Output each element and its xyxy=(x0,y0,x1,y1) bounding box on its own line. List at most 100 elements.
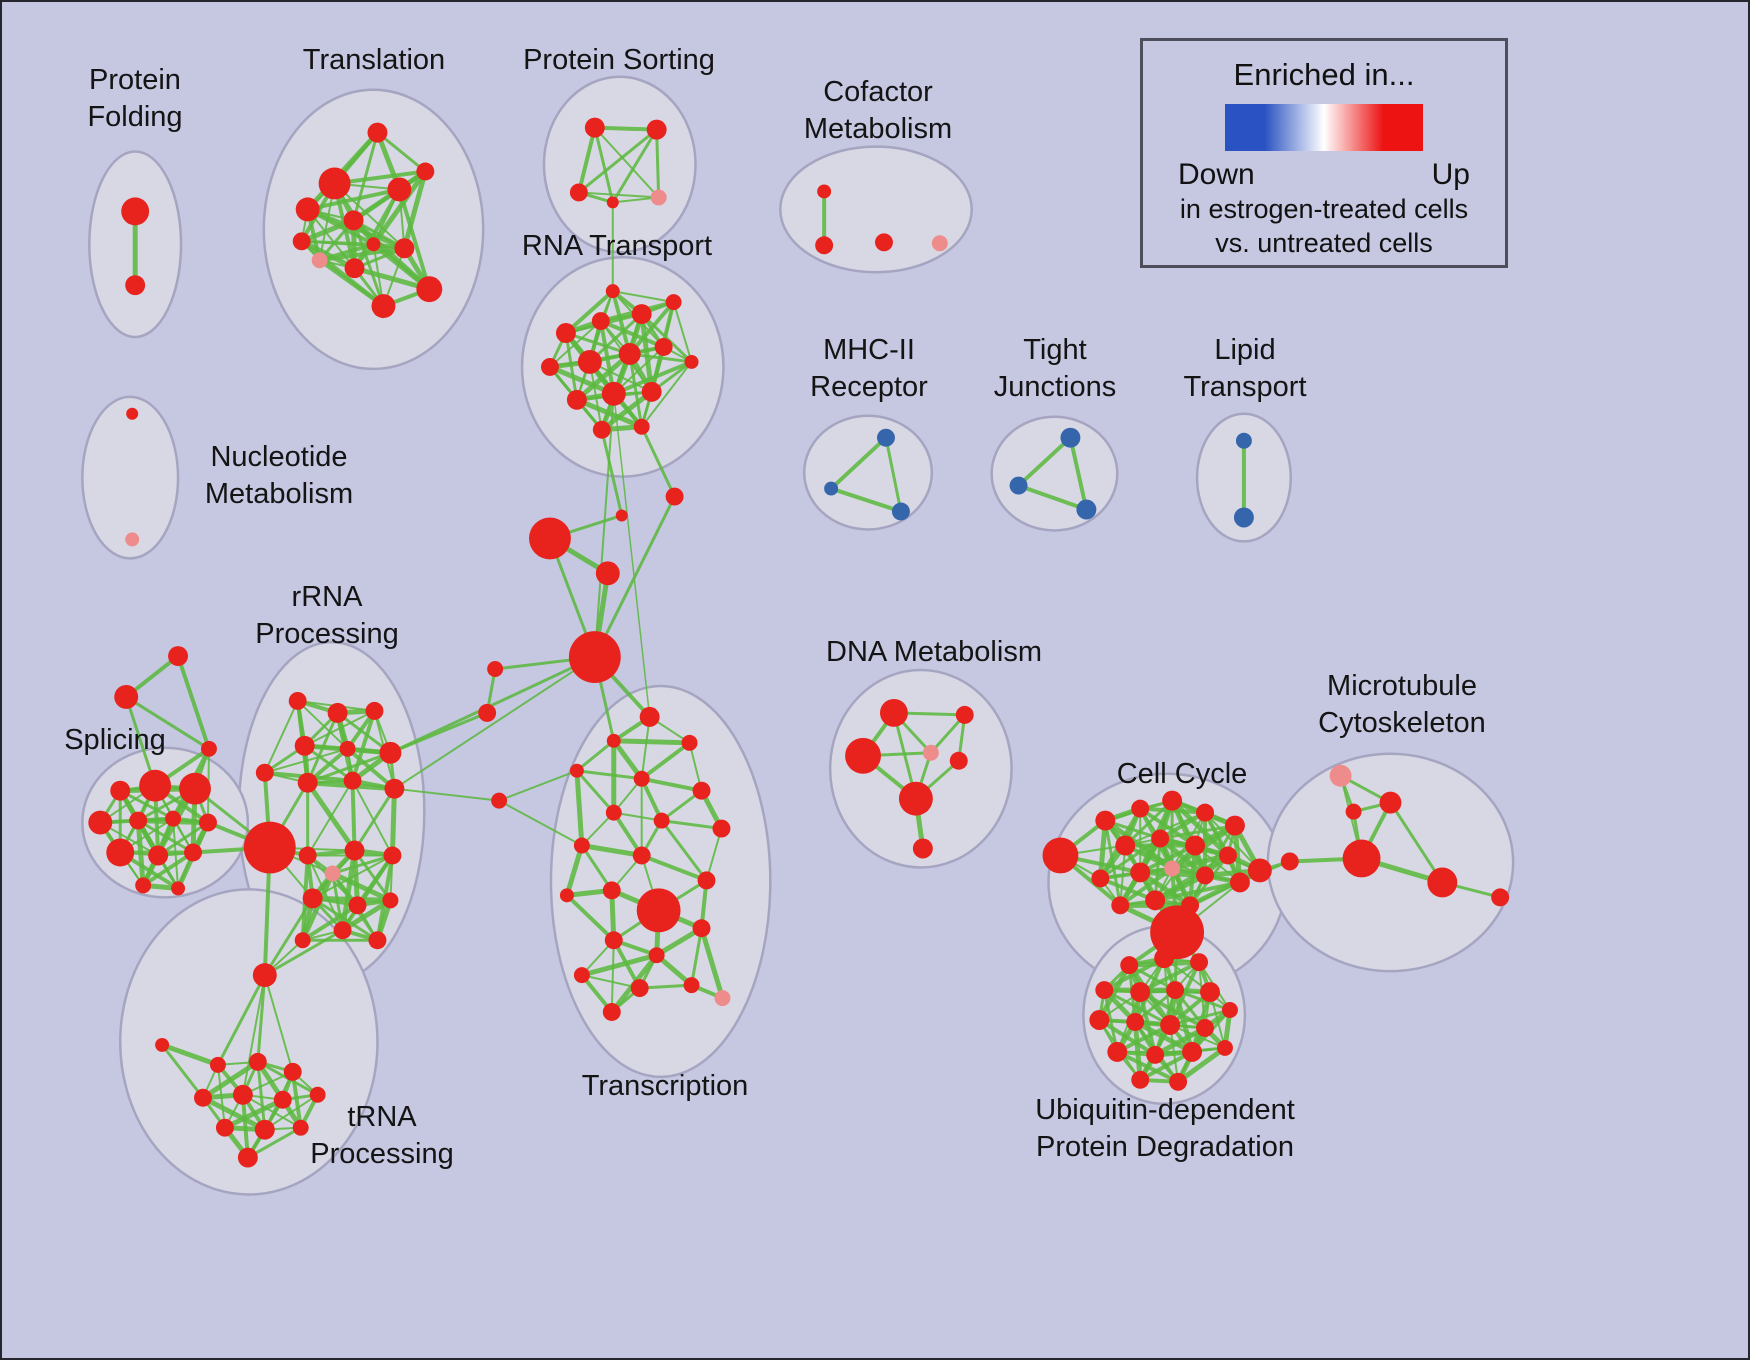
similarity-edge xyxy=(627,300,676,356)
gene-set-node-trna-processing xyxy=(194,1088,212,1107)
similarity-edge xyxy=(611,128,659,204)
gene-set-node-trna-processing xyxy=(237,1147,258,1168)
similarity-edge xyxy=(241,1093,302,1129)
gene-set-node-splicing xyxy=(88,810,113,835)
gene-set-node-dna-metabolism xyxy=(955,705,974,724)
gene-set-node-trna-processing xyxy=(254,1119,275,1140)
gene-set-node-cell-cycle xyxy=(1185,835,1206,856)
gene-set-node-transcription xyxy=(712,819,731,838)
gene-set-node-dna-metabolism xyxy=(949,751,968,770)
similarity-edge xyxy=(299,239,386,309)
similarity-edge xyxy=(200,1059,261,1101)
similarity-edge xyxy=(498,799,583,847)
gene-set-node-transcription xyxy=(569,763,584,778)
gene-set-node-rna-transport xyxy=(601,381,626,406)
gene-set-node-rrna-processing xyxy=(298,846,317,865)
similarity-edge xyxy=(306,779,354,857)
similarity-edge xyxy=(1118,866,1175,908)
gene-set-node-trna-processing xyxy=(309,1086,326,1103)
gene-set-node-backbone xyxy=(529,517,571,560)
similarity-edge xyxy=(1068,435,1089,512)
similarity-edge xyxy=(829,435,888,491)
similarity-edge xyxy=(593,126,615,204)
gene-set-node-ubiquitin-degradation xyxy=(1221,1002,1238,1019)
gene-set-node-ubiquitin-degradation xyxy=(1190,953,1209,972)
gene-set-node-transcription xyxy=(559,888,574,903)
gene-set-node-rrna-processing xyxy=(344,840,365,861)
gene-set-node-rrna-processing xyxy=(365,701,384,720)
similarity-edge xyxy=(1098,837,1162,880)
gene-set-node-transcription xyxy=(606,733,621,748)
similarity-edge xyxy=(305,187,402,212)
similarity-edge xyxy=(639,853,709,883)
similarity-edge xyxy=(575,739,616,773)
gene-set-node-transcription xyxy=(632,846,651,865)
gene-set-node-rrna-processing xyxy=(297,772,318,793)
gene-set-node-translation xyxy=(318,167,351,200)
gene-set-node-cell-cycle xyxy=(1196,803,1214,822)
similarity-edge xyxy=(1169,852,1231,871)
gene-set-node-transcription xyxy=(573,837,590,854)
similarity-edge xyxy=(640,715,651,780)
similarity-edge xyxy=(330,870,393,903)
gene-set-node-tight-junctions xyxy=(1009,476,1028,495)
gene-set-node-dna-metabolism xyxy=(922,744,939,761)
gene-set-node-transcription xyxy=(605,804,622,821)
gene-set-node-trna-processing xyxy=(273,1090,292,1109)
gene-set-node-protein-sorting xyxy=(569,183,588,202)
legend-up-label: Up xyxy=(1431,158,1470,191)
gene-set-node-microtubule-cytoskeleton xyxy=(1329,764,1352,787)
similarity-edge xyxy=(311,854,394,900)
similarity-edge xyxy=(660,819,723,831)
gene-set-node-transcription xyxy=(602,1003,621,1021)
gene-set-node-rrna-processing xyxy=(343,771,362,790)
gene-set-node-transcription xyxy=(648,947,665,964)
gene-set-node-rna-transport xyxy=(641,381,662,402)
gene-set-node-transcription xyxy=(573,967,590,984)
similarity-edge xyxy=(884,436,903,513)
gene-set-node-cell-cycle xyxy=(1131,799,1150,818)
similarity-edge xyxy=(388,711,489,755)
gene-set-node-cell-cycle xyxy=(1229,872,1250,893)
gene-set-node-translation xyxy=(387,177,412,202)
gene-set-node-ubiquitin-degradation xyxy=(1130,982,1151,1003)
similarity-edge xyxy=(612,811,663,822)
similarity-edge xyxy=(263,747,349,774)
gene-set-node-rna-transport xyxy=(605,284,620,299)
gene-set-node-translation xyxy=(344,258,365,279)
gene-set-node-splicing xyxy=(198,813,217,832)
similarity-edge xyxy=(290,1069,303,1130)
similarity-edge xyxy=(640,425,677,499)
gene-set-node-rrna-processing xyxy=(302,888,323,909)
gene-set-node-cell-cycle xyxy=(1162,790,1183,811)
similarity-edge xyxy=(240,1092,250,1160)
gene-set-node-cell-cycle xyxy=(1145,890,1166,911)
gene-set-node-rna-transport xyxy=(540,357,559,376)
cluster-ellipse-protein-sorting xyxy=(542,75,697,254)
gene-set-node-translation xyxy=(292,232,311,251)
gene-set-node-splicing xyxy=(135,877,152,894)
legend-down-label: Down xyxy=(1178,158,1255,191)
similarity-edge xyxy=(350,708,377,783)
gene-set-node-backbone xyxy=(665,487,684,506)
similarity-edge xyxy=(160,1043,205,1100)
gene-set-node-rna-transport xyxy=(684,354,699,369)
gene-set-node-translation xyxy=(416,276,443,303)
gene-set-node-splicing xyxy=(171,881,186,896)
gene-set-node-cell-cycle xyxy=(1150,905,1205,960)
gene-set-node-ubiquitin-degradation xyxy=(1169,1072,1188,1091)
gene-set-node-microtubule-cytoskeleton xyxy=(1427,867,1458,898)
similarity-edge xyxy=(263,1093,319,1131)
gene-set-node-cell-cycle xyxy=(1091,869,1110,888)
similarity-edge xyxy=(690,926,704,987)
similarity-edge xyxy=(1138,960,1202,995)
gene-set-node-translation xyxy=(371,294,396,319)
gene-set-node-lipid-transport xyxy=(1235,432,1252,449)
cluster-ellipse-transcription xyxy=(549,684,772,1079)
similarity-edge xyxy=(564,893,616,943)
gene-set-node-rrna-processing xyxy=(327,702,348,723)
legend: Enriched in... Down Up in estrogen-treat… xyxy=(1140,38,1508,268)
similarity-edge xyxy=(311,896,379,942)
